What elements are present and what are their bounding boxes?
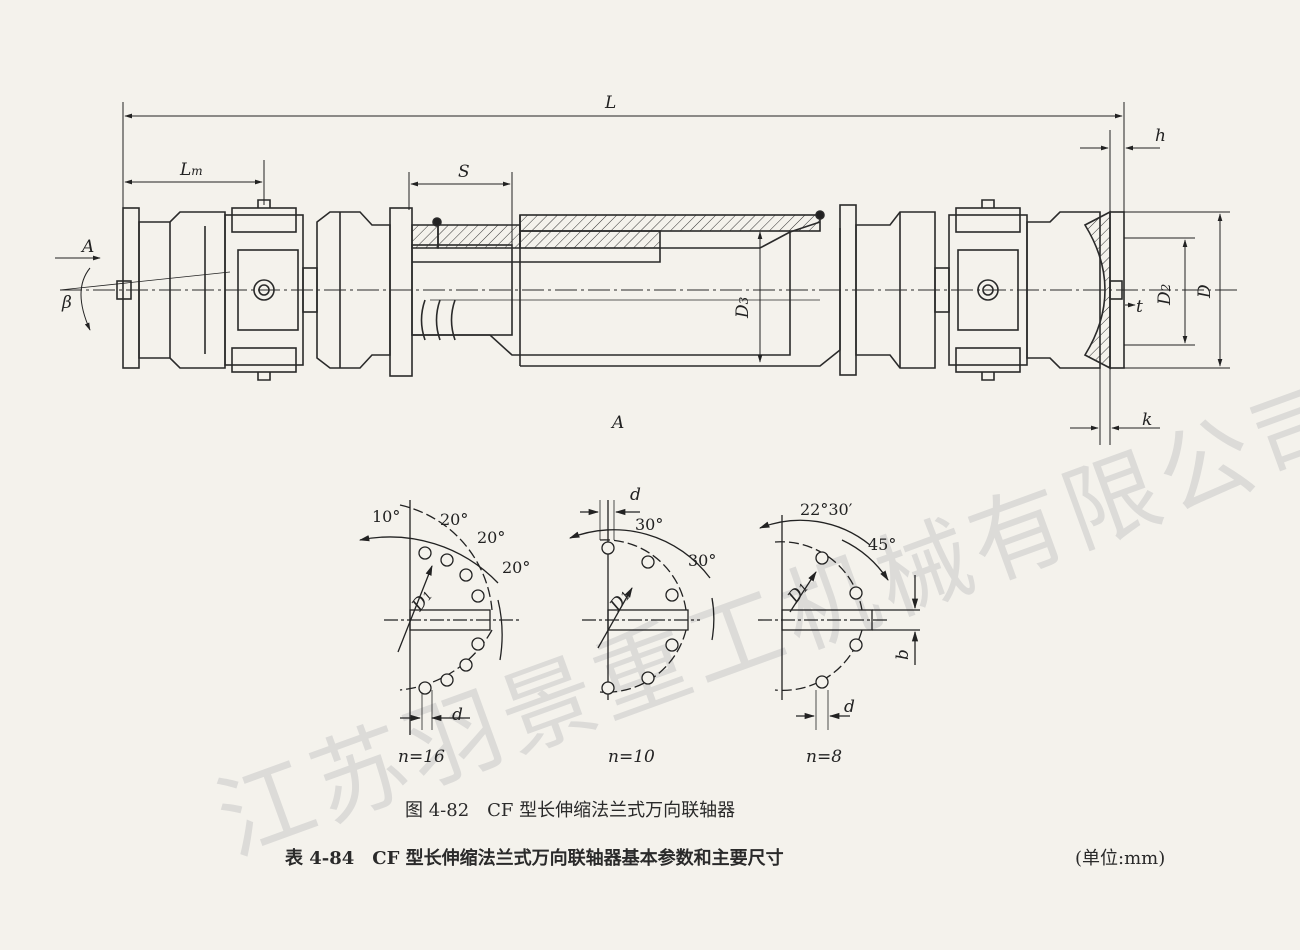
angle-label: 10° — [372, 507, 400, 526]
flange-view-n8: 22°30′ 45° D1 b d n=8 — [758, 500, 920, 767]
figure-caption: 图 4-82 CF 型长伸缩法兰式万向联轴器 — [405, 800, 736, 821]
dimension-lines — [55, 102, 1230, 445]
label-L: L — [604, 93, 616, 113]
unit-note: (单位:mm) — [1075, 848, 1166, 869]
label-A-left: A — [80, 237, 94, 257]
label-S: S — [458, 162, 470, 182]
angle-label: 20° — [477, 528, 505, 547]
label-D2: D2 — [1155, 284, 1175, 306]
label-d: d — [844, 697, 855, 717]
label-Lm: Lm — [179, 160, 203, 180]
n-label: n=16 — [398, 747, 445, 767]
label-d: d — [452, 705, 463, 725]
watermark: 江苏羽景重工机械有限公司 — [204, 364, 1300, 877]
label-k: k — [1142, 410, 1152, 430]
angle-label: 20° — [440, 510, 468, 529]
label-d: d — [630, 485, 641, 505]
angle-label: 30° — [635, 515, 663, 534]
label-b: b — [893, 649, 913, 660]
label-D3: D3 — [733, 296, 753, 319]
table-title: 表 4-84 CF 型长伸缩法兰式万向联轴器基本参数和主要尺寸 — [285, 848, 784, 869]
label-D: D — [1195, 284, 1215, 299]
angle-label: 45° — [868, 535, 896, 554]
angle-label: 20° — [502, 558, 530, 577]
n-label: n=10 — [608, 747, 655, 767]
label-beta: β — [61, 293, 72, 313]
n-label: n=8 — [806, 747, 842, 767]
label-t: t — [1136, 297, 1143, 317]
label-D1: D1 — [408, 586, 437, 616]
angle-label: 30° — [688, 551, 716, 570]
angle-label: 22°30′ — [800, 500, 853, 519]
flange-view-n10: d 30° 30° D1 n=10 — [569, 485, 716, 767]
label-h: h — [1155, 126, 1166, 146]
main-view — [60, 199, 1240, 381]
flange-view-n16: 10° 20° 20° 20° D1 d n=16 — [358, 500, 530, 767]
label-A-section: A — [610, 413, 624, 433]
